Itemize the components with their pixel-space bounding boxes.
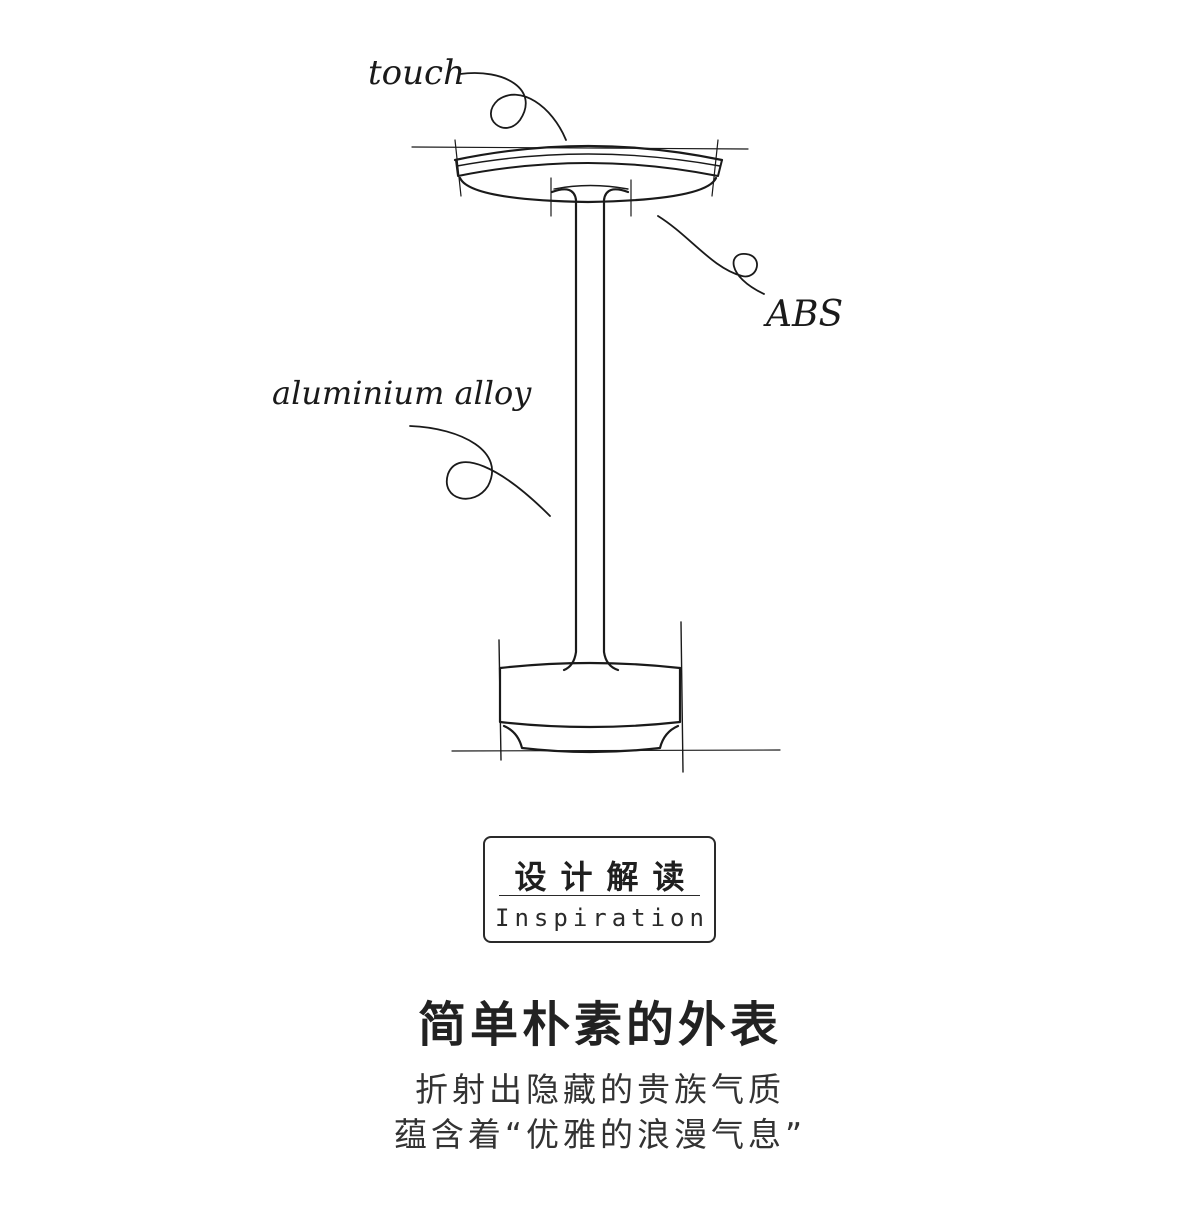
headline: 简单朴素的外表 bbox=[417, 997, 782, 1053]
aluminium-leader-line bbox=[409, 425, 551, 517]
inspiration-badge: 设计解读 Inspiration bbox=[483, 836, 716, 943]
aluminium-alloy-callout: aluminium alloy bbox=[272, 374, 532, 412]
badge-divider bbox=[499, 895, 700, 896]
lamp-base bbox=[451, 621, 781, 773]
description-line-1: 折射出隐藏的贵族气质 bbox=[415, 1070, 785, 1109]
lamp-head bbox=[411, 139, 749, 204]
badge-title-cn: 设计解读 bbox=[514, 858, 699, 896]
description-line-2: 蕴含着“优雅的浪漫气息” bbox=[393, 1115, 807, 1154]
lamp-stem bbox=[550, 177, 632, 672]
lamp-sketch-diagram: touch ABS aluminium alloy bbox=[272, 53, 843, 773]
abs-leader-line bbox=[657, 215, 765, 295]
touch-leader-line bbox=[459, 72, 567, 141]
touch-callout: touch bbox=[368, 53, 465, 93]
abs-callout: ABS bbox=[763, 294, 843, 335]
badge-title-en: Inspiration bbox=[495, 904, 709, 932]
